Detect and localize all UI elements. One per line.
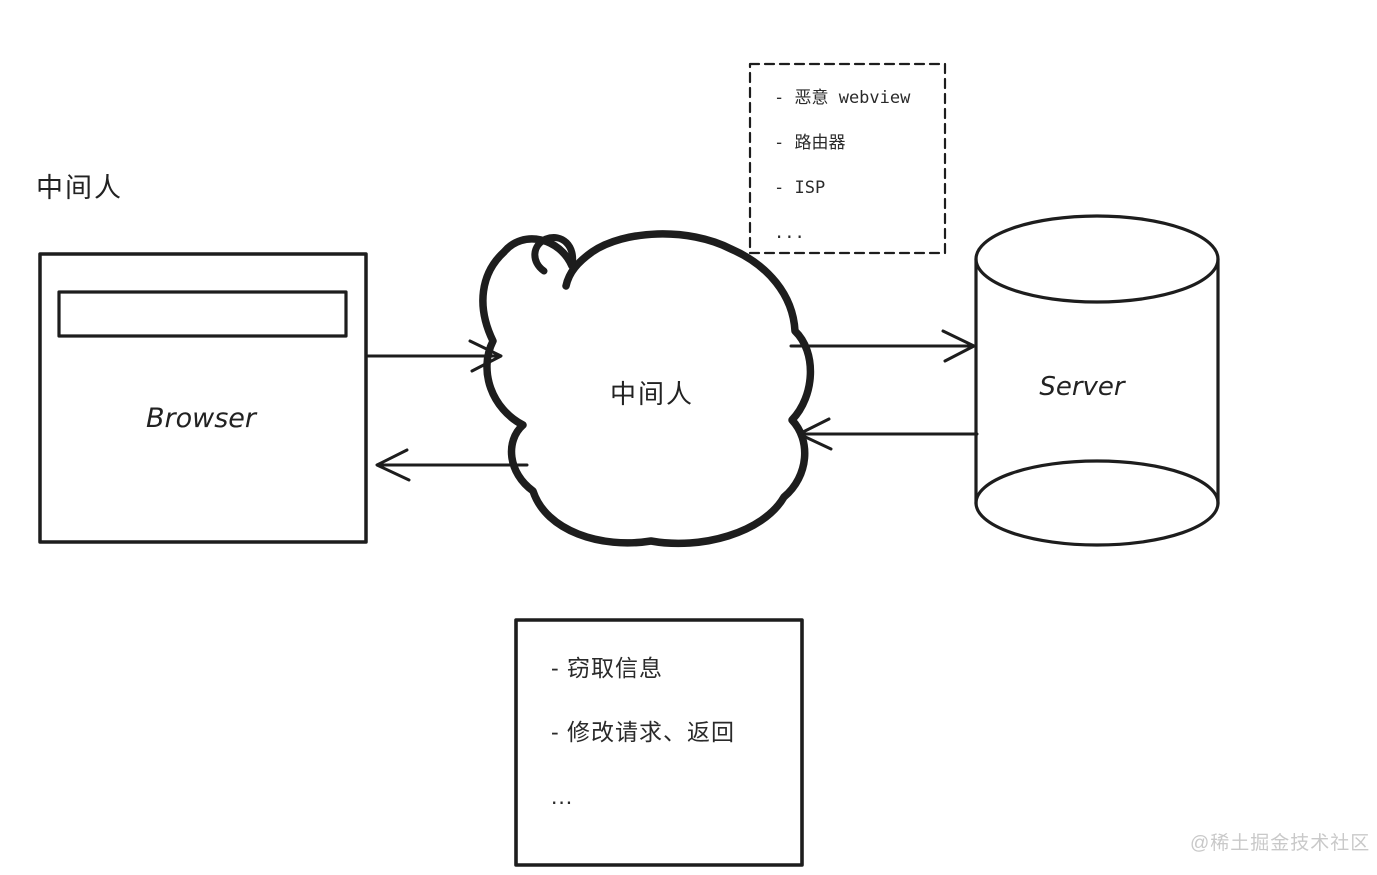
arrow-mitm-to-server	[789, 329, 976, 363]
list-item: - 路由器	[774, 133, 846, 153]
list-item: - 窃取信息	[551, 655, 664, 681]
attack-actions-box	[514, 618, 804, 867]
list-item: - 恶意 webview	[774, 88, 911, 108]
cloud-curl	[531, 234, 577, 275]
list-item: ...	[551, 783, 574, 809]
attack-vectors-list: - 恶意 webview - 路由器 - ISP ...	[774, 82, 910, 262]
mitm-cloud-label: 中间人	[609, 379, 694, 409]
arrow-server-to-mitm	[797, 417, 979, 451]
server-cylinder	[974, 214, 1220, 547]
list-item: - 修改请求、返回	[551, 719, 736, 745]
mitm-cloud	[479, 230, 815, 548]
browser-label: Browser	[145, 403, 256, 434]
arrow-mitm-to-browser	[375, 448, 529, 482]
address-bar	[57, 290, 348, 338]
watermark: @稀土掘金技术社区	[1190, 833, 1371, 854]
list-item: - ISP	[774, 178, 826, 198]
page-title: 中间人	[36, 173, 123, 203]
browser-box	[38, 252, 368, 544]
server-label: Server	[1039, 372, 1125, 402]
attack-actions-list: - 窃取信息 - 修改请求、返回 ...	[551, 650, 735, 842]
arrow-browser-to-mitm	[366, 339, 503, 373]
attack-vectors-box	[748, 62, 947, 255]
list-item: ...	[774, 223, 805, 243]
